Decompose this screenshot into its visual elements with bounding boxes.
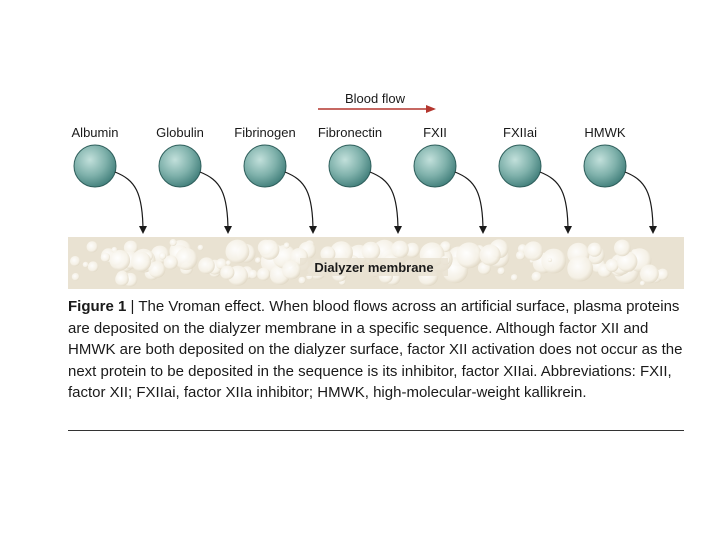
membrane-pore	[497, 267, 505, 275]
membrane-pore	[87, 261, 99, 273]
protein-label: HMWK	[584, 125, 625, 140]
deposition-arrow	[114, 171, 147, 234]
protein-fibrinogen: Fibrinogen	[234, 125, 317, 234]
membrane-pore	[115, 272, 129, 287]
membrane-pore	[283, 242, 290, 249]
deposition-arrow	[539, 171, 572, 234]
membrane-pore	[479, 244, 501, 266]
blood-flow-label: Blood flow	[345, 91, 406, 106]
membrane-pore	[123, 240, 138, 255]
deposition-arrow	[624, 171, 657, 234]
membrane-pore	[225, 239, 250, 264]
membrane-pore	[198, 257, 215, 275]
protein-globulin: Globulin	[156, 125, 232, 234]
figure-label: Figure 1	[68, 298, 127, 315]
membrane-pore	[86, 241, 98, 253]
protein-sphere	[243, 144, 287, 188]
membrane-pore	[259, 239, 280, 260]
membrane-pore	[656, 268, 669, 281]
membrane-pore	[523, 241, 544, 261]
membrane-pore	[616, 251, 638, 272]
membrane-pore	[100, 252, 111, 262]
membrane-pore	[71, 273, 80, 281]
membrane-pore	[257, 267, 271, 281]
membrane-pore	[531, 271, 542, 282]
membrane-pore	[404, 242, 420, 258]
membrane-pore	[640, 264, 659, 284]
protein-albumin: Albumin	[72, 125, 147, 234]
deposition-arrow	[369, 171, 402, 234]
membrane-pore	[282, 260, 301, 280]
caption-text: The Vroman effect. When blood flows acro…	[68, 298, 683, 402]
membrane-pore	[541, 248, 567, 274]
protein-sphere	[583, 144, 627, 188]
membrane-pore	[169, 239, 177, 246]
protein-hmwk: HMWK	[583, 125, 657, 234]
protein-sphere	[498, 144, 542, 188]
dialyzer-membrane: Dialyzer membrane	[68, 237, 684, 289]
membrane-pore	[70, 256, 81, 267]
figure-caption: Figure 1 | The Vroman effect. When blood…	[68, 296, 688, 404]
membrane-pore	[391, 240, 409, 259]
protein-sequence: Albumin Globulin Fibrinogen Fibronectin FXII…	[72, 125, 657, 234]
caption-rule	[68, 430, 684, 431]
membrane-pore	[163, 255, 178, 270]
membrane-pore	[148, 261, 166, 278]
membrane-pore	[320, 246, 336, 262]
protein-label: FXIIai	[503, 125, 537, 140]
protein-sphere	[73, 144, 117, 188]
protein-fibronectin: Fibronectin	[318, 125, 402, 234]
protein-label: FXII	[423, 125, 447, 140]
protein-sphere	[328, 144, 372, 188]
deposition-arrow	[454, 171, 487, 234]
membrane-pore	[510, 274, 518, 281]
protein-label: Fibrinogen	[234, 125, 295, 140]
membrane-pore	[567, 255, 594, 282]
protein-label: Albumin	[72, 125, 119, 140]
deposition-arrow	[284, 171, 317, 234]
membrane-pore	[614, 239, 631, 257]
membrane-pore	[197, 244, 204, 251]
membrane-pore	[298, 276, 306, 284]
membrane-pore	[158, 252, 167, 260]
protein-sphere	[158, 144, 202, 188]
membrane-pore	[361, 241, 381, 261]
membrane-label: Dialyzer membrane	[314, 260, 433, 275]
membrane-pore	[109, 249, 131, 271]
membrane-pore	[82, 261, 89, 268]
protein-label: Globulin	[156, 125, 204, 140]
protein-sphere	[413, 144, 457, 188]
membrane-pore	[547, 257, 553, 263]
membrane-pore	[255, 257, 261, 264]
membrane-pore	[587, 242, 602, 257]
membrane-pore	[516, 250, 526, 260]
protein-fxii: FXII	[413, 125, 487, 234]
vroman-effect-diagram: Blood flow Albumin Globulin Fibrinogen Fibr…	[68, 91, 684, 289]
membrane-pore	[456, 242, 482, 269]
membrane-pore	[248, 269, 258, 279]
membrane-pore	[225, 260, 231, 266]
membrane-pore	[605, 258, 619, 272]
protein-fxiiai: FXIIai	[498, 125, 572, 234]
membrane-pore	[131, 251, 152, 272]
deposition-arrow	[199, 171, 232, 234]
caption-separator: |	[130, 298, 135, 315]
membrane-pore	[220, 265, 235, 280]
membrane-pore	[175, 247, 198, 271]
protein-label: Fibronectin	[318, 125, 382, 140]
membrane-pore	[639, 280, 646, 286]
